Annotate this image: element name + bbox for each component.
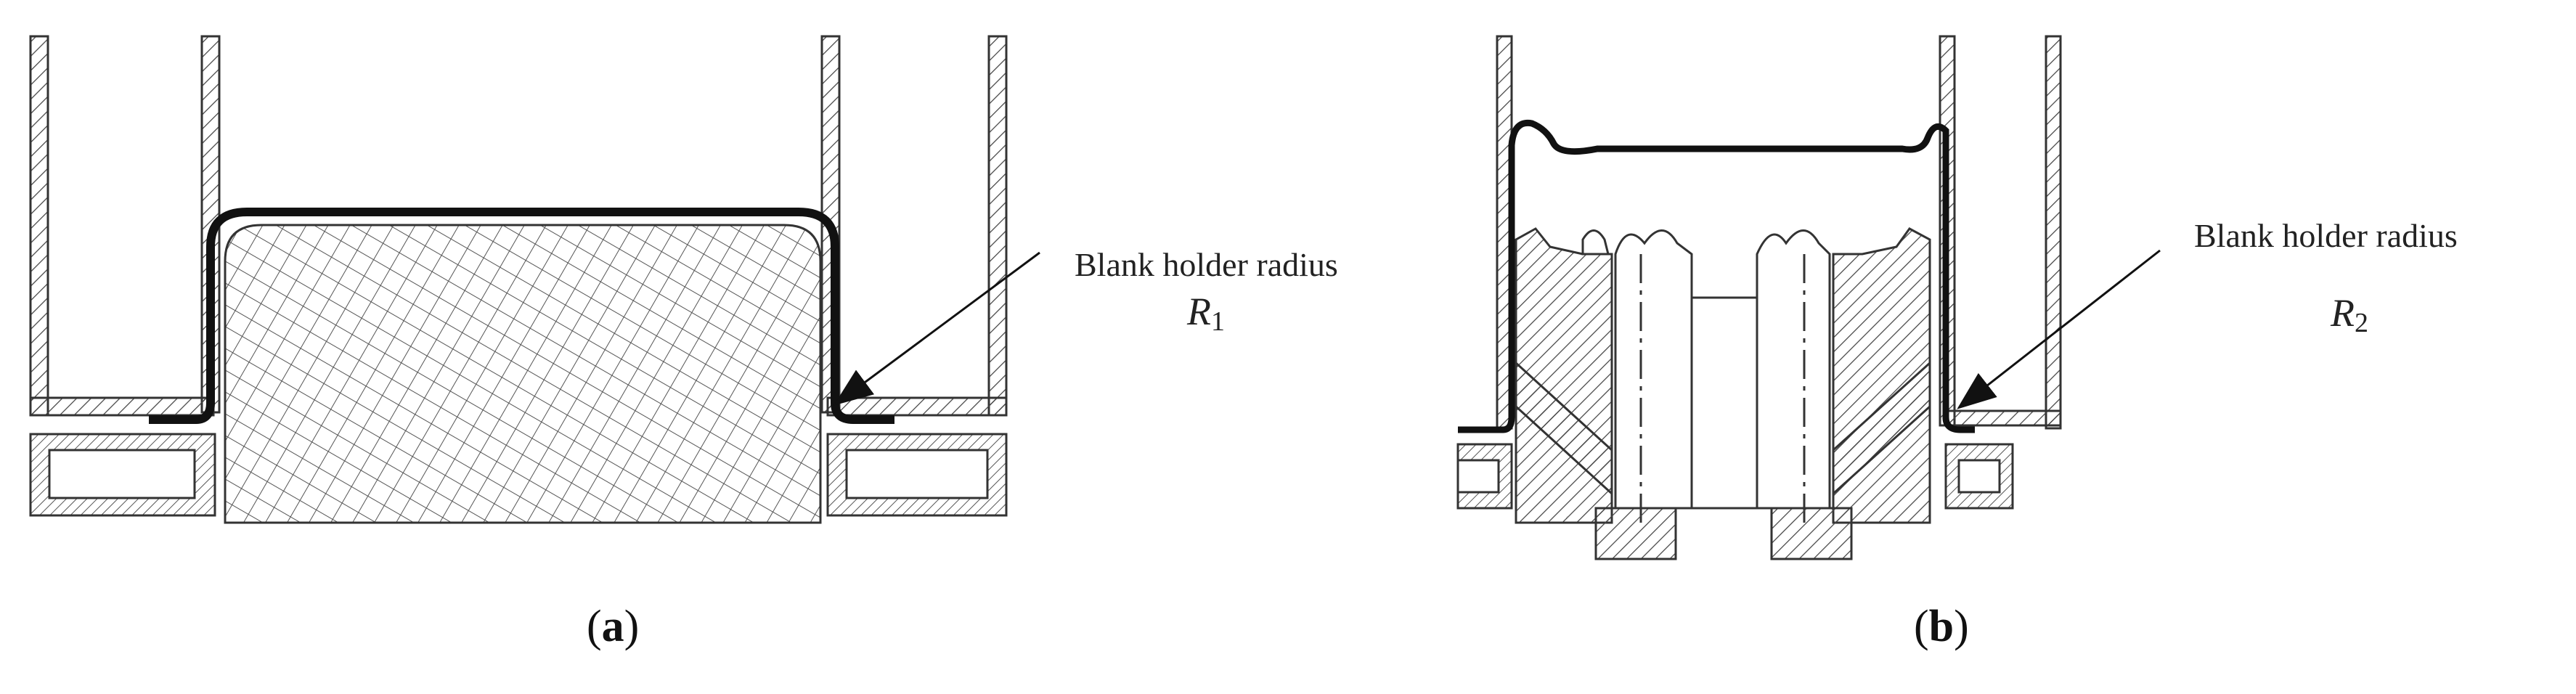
panel-a-caption: (a) (587, 601, 639, 653)
panel-a-diagram (29, 35, 1040, 524)
panel-b-blank-sheet (1458, 119, 1975, 433)
panel-b-caption: (b) (1914, 601, 1969, 653)
panel-b-punch-core (1581, 229, 1831, 523)
panel-b-caption-close: ) (1954, 602, 1969, 651)
panel-a-caption-open: ( (587, 602, 602, 651)
panel-b-inclined-member-left (1515, 360, 1613, 497)
panel-a-left-die (29, 35, 221, 417)
panel-a-radius-label: R1 (1187, 289, 1225, 338)
panel-b-radius-label: R2 (2331, 290, 2368, 339)
panel-a-punch (224, 224, 822, 524)
panel-b-annotation-text: Blank holder radius (2194, 217, 2458, 254)
panel-a-caption-letter: a (601, 602, 624, 651)
panel-b-caption-letter: b (1928, 602, 1955, 651)
panel-b-inclined-member-right (1832, 360, 1931, 497)
panel-a-leader-arrow (833, 251, 1040, 406)
panel-a-radius-subscript: 1 (1211, 306, 1225, 337)
panel-b-right-blank-holder (1944, 443, 2014, 510)
panel-a-right-blank-holder (826, 433, 1008, 517)
panel-b-diagram (1456, 35, 2161, 560)
panel-b-radius-subscript: 2 (2355, 308, 2368, 338)
panel-b-right-die (1939, 35, 2062, 430)
panel-a-caption-close: ) (624, 602, 640, 651)
panel-b-caption-open: ( (1914, 602, 1929, 651)
panel-b-leader-arrow (1957, 249, 2161, 409)
panel-a-annotation-text: Blank holder radius (1075, 246, 1338, 283)
panel-a-right-die (820, 35, 1008, 417)
panel-b-punch-stems (1594, 507, 1853, 560)
panel-b-radius-symbol: R (2331, 291, 2355, 335)
panel-b-left-blank-holder (1456, 443, 1513, 510)
panel-a-left-blank-holder (29, 433, 216, 517)
panel-a-blank-sheet (149, 208, 894, 424)
panel-a-radius-symbol: R (1187, 290, 1211, 333)
